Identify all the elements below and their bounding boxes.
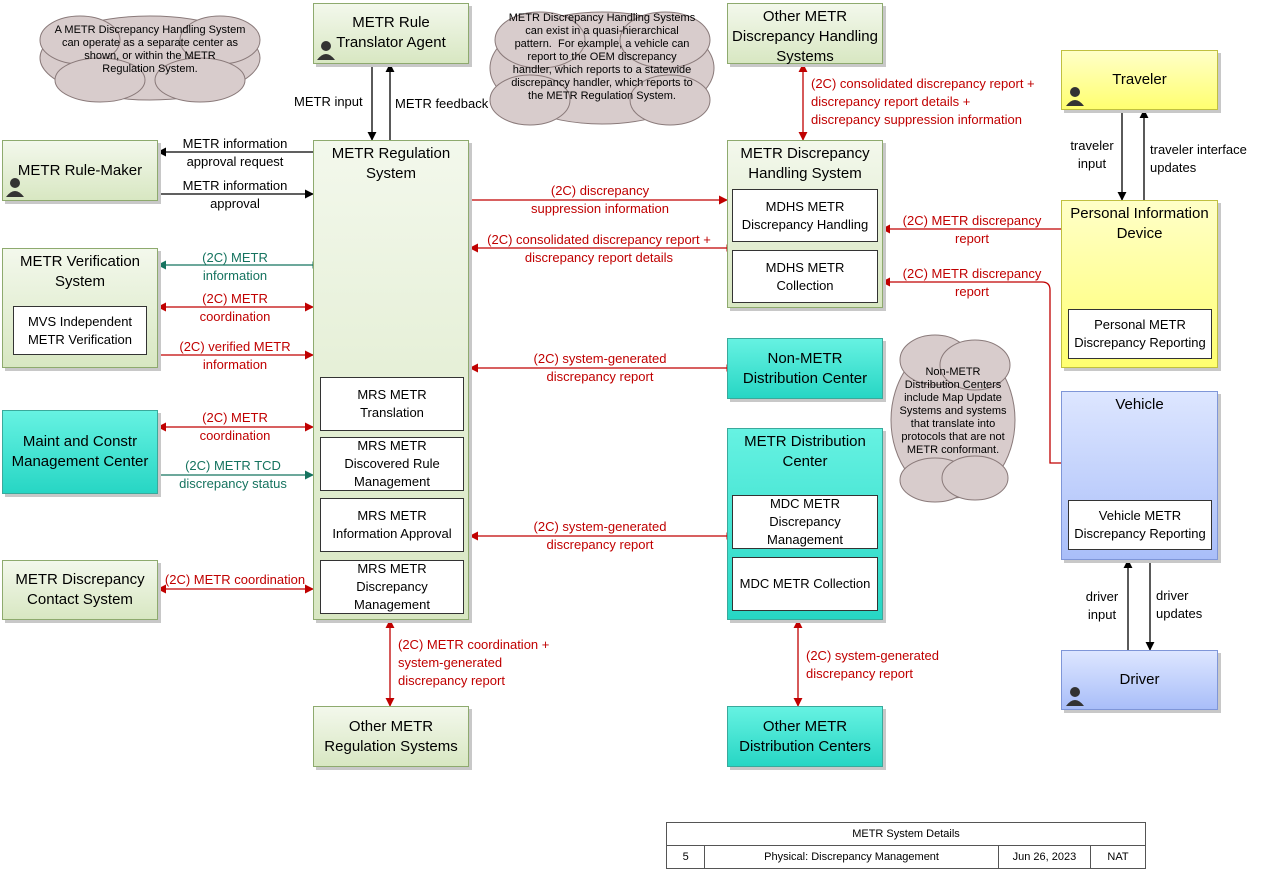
mdhs-collection[interactable]: MDHS METR Collection [732, 250, 878, 303]
mrs-discrepancy-mgmt[interactable]: MRS METR Discrepancy Management [320, 560, 464, 614]
flow-tcd-status: (2C) METR TCD discrepancy status [179, 458, 287, 491]
cloud-hierarchy-note-text: METR Discrepancy Handling Systems can ex… [508, 12, 696, 102]
regulation-system-title: METR Regulation System [331, 145, 451, 182]
pid-title: Personal Information Device [1070, 205, 1209, 242]
other-distribution-centers[interactable]: Other METR Distribution Centers [727, 706, 883, 767]
flow-verified-info: (2C) verified METR information [179, 339, 291, 372]
flow-pid-report: (2C) METR discrepancy report [902, 213, 1042, 246]
mrs-translation[interactable]: MRS METR Translation [320, 377, 464, 431]
person-icon [1066, 87, 1084, 106]
regulation-system[interactable]: METR Regulation System MRS METR Translat… [313, 140, 469, 620]
rule-maker[interactable]: METR Rule-Maker [2, 140, 158, 201]
other-regulation-systems[interactable]: Other METR Regulation Systems [313, 706, 469, 767]
mdc-title: METR Distribution Center [744, 433, 866, 470]
mrs-discovered-rule[interactable]: MRS METR Discovered Rule Management [320, 437, 464, 491]
verification-title: METR Verification System [19, 253, 141, 290]
flow-suppression-info: (2C) discrepancy suppression information [530, 183, 670, 216]
driver[interactable]: Driver [1061, 650, 1218, 710]
title-block-view: Physical: Discrepancy Management [704, 845, 999, 869]
traveler-title: Traveler [1112, 71, 1167, 88]
flow-driver-input: driver input [1085, 589, 1119, 622]
title-block-date: Jun 26, 2023 [997, 845, 1092, 869]
flow-vehicle-report: (2C) METR discrepancy report [902, 266, 1042, 299]
person-icon [6, 178, 24, 197]
discrepancy-contact-title: METR Discrepancy Contact System [15, 571, 145, 608]
mdc-discrepancy-mgmt[interactable]: MDC METR Discrepancy Management [732, 495, 878, 549]
verification-system[interactable]: METR Verification System MVS Independent… [2, 248, 158, 368]
mdc-collection[interactable]: MDC METR Collection [732, 557, 878, 611]
maint-constr-center[interactable]: Maint and Constr Management Center [2, 410, 158, 494]
distribution-center[interactable]: METR Distribution Center MDC METR Discre… [727, 428, 883, 620]
cloud-distribution-note [890, 334, 1016, 503]
flow-other-reg: (2C) METR coordination + system-generate… [398, 637, 550, 688]
vehicle-discrepancy-reporting[interactable]: Vehicle METR Discrepancy Reporting [1068, 500, 1212, 550]
mdhs-title: METR Discrepancy Handling System [740, 145, 870, 182]
mdhs-discrepancy-handling[interactable]: MDHS METR Discrepancy Handling [732, 189, 878, 242]
discrepancy-contact-system[interactable]: METR Discrepancy Contact System [2, 560, 158, 620]
flow-verification-info: (2C) METR information [202, 250, 268, 283]
flow-metr-input: METR input [294, 94, 363, 109]
personal-information-device[interactable]: Personal Information Device Personal MET… [1061, 200, 1218, 368]
maint-constr-title: Maint and Constr Management Center [11, 433, 149, 470]
flow-mdc-report: (2C) system-generated discrepancy report [533, 519, 667, 552]
title-block-heading: METR System Details [666, 822, 1146, 846]
flow-non-metr-report: (2C) system-generated discrepancy report [533, 351, 667, 384]
flow-info-approval: METR information approval [182, 178, 288, 211]
other-mdhs-title: Other METR Discrepancy Handling Systems [732, 8, 878, 65]
flow-traveler-input: traveler input [1070, 138, 1114, 171]
title-block: METR System Details 5 Physical: Discrepa… [665, 822, 1146, 869]
mvs-independent-verification[interactable]: MVS Independent METR Verification [13, 306, 147, 355]
vehicle[interactable]: Vehicle Vehicle METR Discrepancy Reporti… [1061, 391, 1218, 560]
other-regulation-title: Other METR Regulation Systems [324, 717, 458, 755]
person-icon [317, 41, 335, 60]
cloud-distribution-note-text: Non-METR Distribution Centers include Ma… [899, 366, 1007, 456]
rule-translator-title: METR Rule Translator Agent [336, 14, 446, 51]
rule-translator-agent[interactable]: METR Rule Translator Agent [313, 3, 469, 64]
other-dc-title: Other METR Distribution Centers [739, 717, 871, 755]
traveler[interactable]: Traveler [1061, 50, 1218, 110]
flow-traveler-updates: traveler interface updates [1150, 142, 1247, 175]
cloud-hierarchy-note [489, 11, 715, 126]
flow-driver-updates: driver updates [1156, 588, 1203, 621]
other-mdhs[interactable]: Other METR Discrepancy Handling Systems [727, 3, 883, 65]
flow-other-mdhs: (2C) consolidated discrepancy report + d… [811, 76, 1035, 127]
personal-discrepancy-reporting[interactable]: Personal METR Discrepancy Reporting [1068, 309, 1212, 359]
flow-mcm-coord: (2C) METR coordination [199, 410, 271, 443]
rule-maker-title: METR Rule-Maker [17, 161, 143, 179]
driver-title: Driver [1119, 671, 1160, 688]
person-icon [1066, 687, 1084, 706]
flow-other-dc-report: (2C) system-generated discrepancy report [806, 648, 939, 681]
title-block-org: NAT [1090, 845, 1146, 869]
flow-info-approval-request: METR information approval request [182, 136, 288, 169]
flow-contact-coord: (2C) METR coordination [164, 572, 306, 587]
flow-consolidated-report: (2C) consolidated discrepancy report + d… [487, 232, 711, 265]
title-block-number: 5 [665, 845, 706, 869]
vehicle-title: Vehicle [1115, 396, 1164, 413]
non-metr-distribution-center[interactable]: Non-METR Distribution Center [727, 338, 883, 399]
flow-metr-feedback: METR feedback [395, 96, 489, 111]
cloud-mdhs-note [39, 15, 261, 103]
mrs-info-approval[interactable]: MRS METR Information Approval [320, 498, 464, 552]
discrepancy-handling-system[interactable]: METR Discrepancy Handling System MDHS ME… [727, 140, 883, 308]
cloud-mdhs-note-text: A METR Discrepancy Handling System can o… [54, 24, 246, 75]
non-metr-dc-title: Non-METR Distribution Center [742, 349, 868, 387]
flow-verification-coord: (2C) METR coordination [199, 291, 271, 324]
